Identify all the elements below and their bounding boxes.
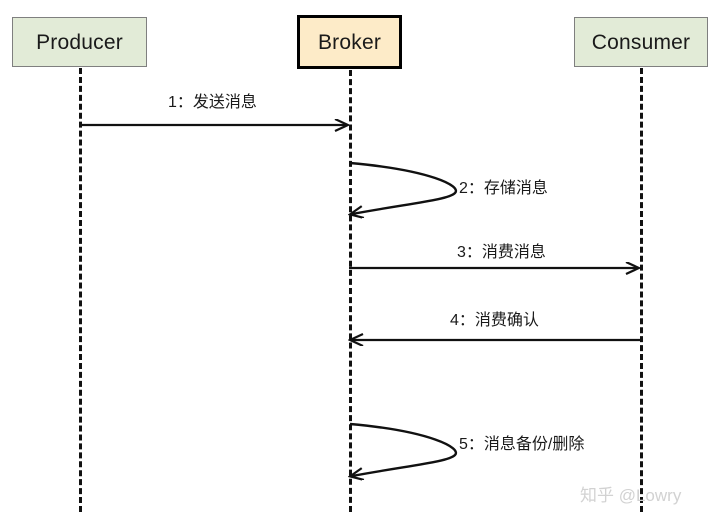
watermark: 知乎 @Lowry xyxy=(580,486,682,505)
participant-consumer-label: Consumer xyxy=(591,30,691,54)
message-label-2: 2：存储消息 xyxy=(459,180,548,197)
lifeline-broker xyxy=(349,70,352,512)
participant-broker-label: Broker xyxy=(317,30,382,54)
message-label-5: 5：消息备份/删除 xyxy=(459,436,585,453)
message-label-4: 4：消费确认 xyxy=(450,312,539,329)
message-arrow-2-selfloop xyxy=(350,161,458,214)
lifeline-producer xyxy=(79,68,82,512)
message-arrow-5-selfloop xyxy=(350,422,458,476)
message-label-3: 3：消费消息 xyxy=(457,244,546,261)
participant-producer[interactable]: Producer xyxy=(12,17,147,67)
message-label-1: 1：发送消息 xyxy=(168,94,257,111)
participant-broker[interactable]: Broker xyxy=(297,15,402,69)
participant-producer-label: Producer xyxy=(36,30,123,54)
participant-consumer[interactable]: Consumer xyxy=(574,17,708,67)
lifeline-consumer xyxy=(640,68,643,512)
